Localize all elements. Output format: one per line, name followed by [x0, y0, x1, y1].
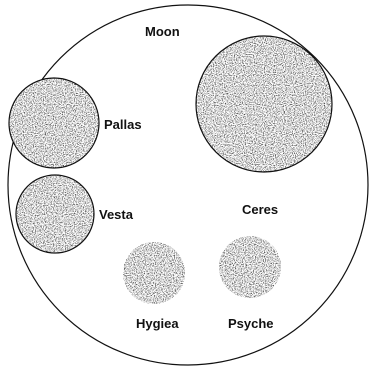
vesta-body: [16, 175, 94, 253]
psyche-label: Psyche: [228, 316, 274, 331]
ceres-body: [196, 36, 332, 172]
moon-label: Moon: [145, 24, 180, 39]
vesta-label: Vesta: [99, 207, 134, 222]
psyche-body: [219, 236, 281, 298]
hygiea-label: Hygiea: [136, 316, 179, 331]
ceres-label: Ceres: [242, 202, 278, 217]
hygiea-body: [123, 242, 185, 304]
pallas-body: [9, 78, 99, 168]
pallas-label: Pallas: [104, 117, 142, 132]
